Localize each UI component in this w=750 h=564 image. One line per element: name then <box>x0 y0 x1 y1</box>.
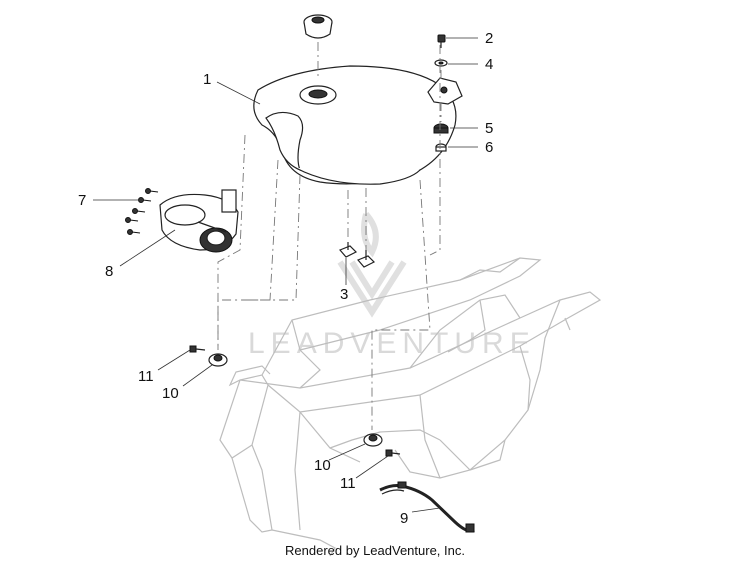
callouts: 1 2 3 4 5 6 7 8 9 10 10 11 11 <box>78 30 493 527</box>
callout-4: 4 <box>485 56 493 73</box>
assembly-lines <box>217 42 442 430</box>
washer <box>434 59 448 67</box>
callout-9: 9 <box>400 510 408 527</box>
callout-3: 3 <box>340 286 348 303</box>
rubber-mount <box>433 123 449 134</box>
fuel-cap <box>303 14 333 39</box>
watermark-logo <box>337 212 407 318</box>
nut <box>435 143 447 152</box>
callout-6: 6 <box>485 139 493 156</box>
callout-1: 1 <box>203 71 211 88</box>
callout-10-front: 10 <box>162 385 179 402</box>
leader-lines <box>93 37 478 513</box>
watermark: LEADVENTURE <box>248 212 536 360</box>
callout-2: 2 <box>485 30 493 47</box>
callout-11-rear: 11 <box>340 475 356 492</box>
rear-bushing <box>363 433 383 447</box>
callout-5: 5 <box>485 120 493 137</box>
motorcycle-frame <box>219 257 602 557</box>
pump-screws <box>125 188 159 235</box>
callout-7: 7 <box>78 192 86 209</box>
callout-8: 8 <box>105 263 113 280</box>
fuel-pump <box>159 189 239 253</box>
callout-10-rear: 10 <box>314 457 331 474</box>
front-bushing <box>208 353 228 367</box>
tank-bracket <box>427 77 463 105</box>
callout-11-front: 11 <box>138 368 154 385</box>
bolt <box>437 34 446 48</box>
fuel-tank <box>253 65 457 185</box>
rear-bolt <box>385 449 401 457</box>
footer-credit: Rendered by LeadVenture, Inc. <box>285 543 465 558</box>
watermark-text: LEADVENTURE <box>248 327 536 360</box>
front-bolt <box>189 345 206 353</box>
tank-studs <box>338 242 376 268</box>
fuel-hose <box>379 481 475 533</box>
